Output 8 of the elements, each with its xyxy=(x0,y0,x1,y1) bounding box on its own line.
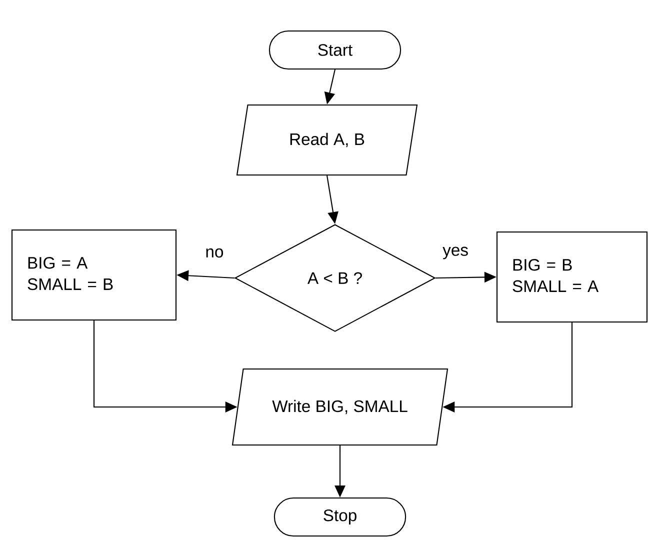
edge-label: yes xyxy=(442,246,468,260)
edge-label: no xyxy=(206,248,224,258)
terminal-box: Stop xyxy=(274,497,406,537)
io-parallelogram: Read A, B xyxy=(236,104,418,176)
io-parallelogram: Write BIG, SMALL xyxy=(232,368,448,446)
process-box: BIG = B SMALL = A xyxy=(496,231,648,323)
process-box: BIG = A SMALL = B xyxy=(11,229,177,321)
terminal-box: Start xyxy=(268,30,402,70)
